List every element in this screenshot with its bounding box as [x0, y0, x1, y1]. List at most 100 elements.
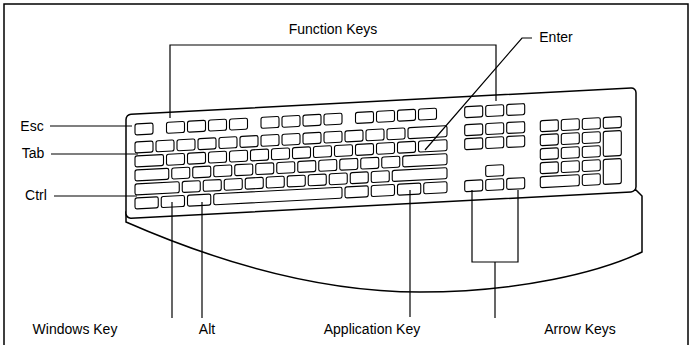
key-cap: [340, 158, 358, 170]
key-cap: [465, 180, 483, 192]
keyboard-body: [126, 88, 636, 219]
callout-label: Enter: [538, 30, 573, 45]
key-cap: [582, 160, 600, 172]
key-cap: [251, 149, 269, 161]
key-cap: [224, 178, 242, 190]
key-cap: [240, 136, 258, 148]
key-cap: [507, 136, 525, 148]
key-cap: [293, 147, 311, 159]
key-cap: [582, 132, 600, 144]
key-cap: [135, 182, 179, 195]
arrow-keys-leader: [494, 262, 495, 318]
key-cap: [377, 142, 395, 154]
key-cap: [193, 166, 211, 178]
key-cap: [486, 105, 504, 117]
key-cap: [507, 178, 525, 190]
callout-label: Esc: [19, 119, 44, 134]
key-cap: [135, 197, 158, 209]
key-cap: [256, 163, 274, 175]
key-cap: [303, 114, 321, 126]
key-cap: [172, 167, 190, 179]
key-cap: [540, 134, 558, 146]
key-cap: [266, 176, 284, 188]
key-cap: [303, 132, 321, 144]
key-cap: [540, 148, 558, 160]
key-cap: [356, 112, 374, 124]
key-cap: [540, 120, 558, 132]
key-cap: [398, 141, 416, 153]
key-cap: [350, 172, 368, 184]
key-cap: [398, 183, 421, 195]
key-cap: [282, 133, 300, 145]
key-cap: [135, 168, 169, 181]
key-cap: [209, 151, 227, 163]
key-cap: [277, 162, 295, 174]
key-cap: [540, 162, 558, 174]
key-cap: [167, 121, 185, 133]
enter-leader: [425, 38, 532, 150]
key-cap: [486, 123, 504, 135]
callout-label: Tab: [21, 146, 46, 161]
key-cap: [582, 174, 600, 186]
key-cap: [230, 150, 248, 162]
key-cap: [177, 139, 195, 151]
key-cap: [561, 147, 579, 159]
ctrl-leader: [54, 195, 137, 196]
callout-label: Arrow Keys: [543, 322, 617, 337]
key-cap: [287, 175, 305, 187]
windows-key-leader: [171, 202, 172, 318]
key-cap: [209, 119, 227, 131]
key-cap: [182, 181, 200, 193]
key-cap: [314, 146, 332, 158]
application-key-leader: [409, 190, 410, 317]
key-cap: [188, 194, 211, 206]
alt-leader: [201, 202, 202, 318]
key-cap: [507, 104, 525, 116]
key-cap: [582, 118, 600, 130]
keyboard-case: [126, 88, 636, 219]
key-cap: [198, 138, 216, 150]
key-cap: [324, 113, 342, 125]
key-cap: [261, 116, 279, 128]
key-cap: [245, 177, 263, 189]
key-cap: [540, 175, 579, 188]
key-cap: [403, 154, 447, 167]
key-cap: [156, 140, 174, 152]
key-cap: [214, 187, 342, 205]
key-cap: [371, 184, 394, 196]
callout-label: Windows Key: [32, 322, 119, 337]
key-cap: [561, 161, 579, 173]
key-cap: [308, 174, 326, 186]
key-cap: [361, 157, 379, 169]
key-cap: [603, 159, 621, 185]
callout-label: Alt: [198, 322, 216, 337]
key-cap: [486, 179, 504, 191]
key-cap: [298, 161, 316, 173]
key-cap: [603, 117, 621, 129]
key-cap: [272, 148, 290, 160]
key-cap: [203, 179, 221, 191]
key-cap: [382, 156, 400, 168]
key-cap: [329, 173, 347, 185]
key-cap: [377, 110, 395, 122]
callout-label: Function Keys: [288, 22, 379, 37]
key-cap: [371, 171, 389, 183]
key-cap: [219, 137, 237, 149]
key-cap: [324, 131, 342, 143]
function-keys-bracket: [170, 45, 496, 118]
callout-label: Ctrl: [24, 188, 48, 203]
key-cap: [465, 106, 483, 118]
key-cap: [486, 137, 504, 149]
key-cap: [392, 168, 447, 182]
key-cap: [335, 145, 353, 157]
key-cap: [465, 124, 483, 136]
tab-leader: [51, 153, 138, 154]
key-cap: [356, 144, 374, 156]
key-cap: [282, 115, 300, 127]
key-cap: [424, 182, 447, 194]
key-cap: [214, 165, 232, 177]
key-cap: [135, 141, 153, 153]
key-cap: [398, 109, 416, 121]
esc-leader: [50, 125, 132, 126]
